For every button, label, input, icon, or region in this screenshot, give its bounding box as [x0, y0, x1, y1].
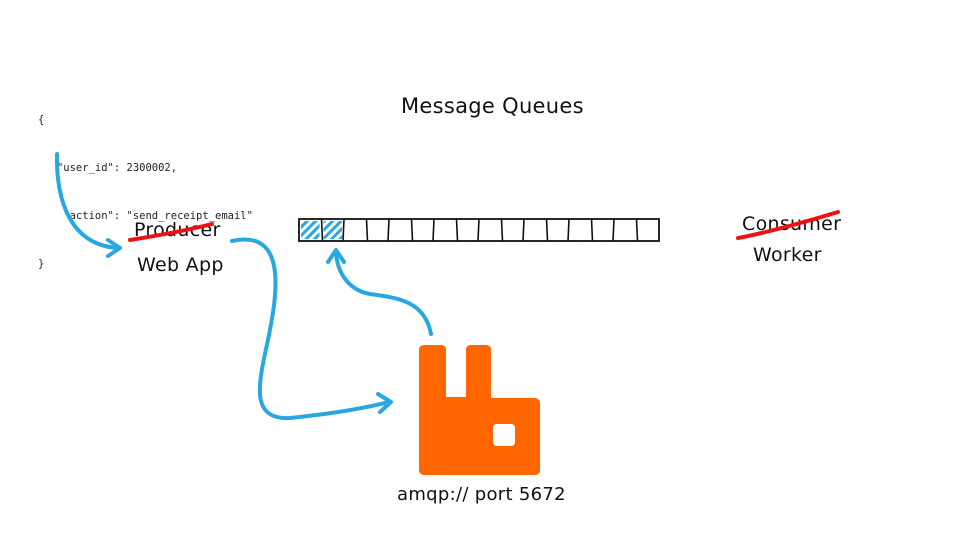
queue-slot-divider	[500, 218, 504, 242]
json-payload: { "user_id": 2300002, "action": "send_re…	[38, 80, 253, 304]
producer-strike-line	[128, 222, 214, 242]
diagram-title: Message Queues	[401, 94, 584, 118]
json-line: "user_id": 2300002,	[38, 162, 178, 174]
arrowhead	[376, 392, 393, 414]
queued-message	[301, 221, 320, 239]
queue-slot-divider	[365, 218, 369, 242]
arrowhead	[326, 248, 346, 264]
flow-arrows	[54, 152, 433, 421]
producer-to-broker-arrow	[230, 237, 391, 421]
queue-slot-divider	[342, 218, 345, 242]
queue-slot-divider	[522, 218, 525, 242]
json-line: "action": "send_receipt_email"	[38, 210, 253, 222]
json-line: }	[38, 258, 45, 270]
broker-label: amqp:// port 5672	[397, 484, 566, 505]
consumer-strike-line	[736, 210, 840, 240]
consumer-label: Worker	[753, 244, 822, 266]
producer-label: Web App	[137, 254, 224, 276]
arrowhead	[106, 238, 122, 258]
queue-slot-divider	[590, 218, 594, 242]
payload-to-producer-arrow	[54, 152, 120, 250]
queue-slot-divider	[567, 218, 570, 242]
queue-slot-divider	[455, 218, 459, 242]
broker-to-queue-arrow	[334, 250, 433, 336]
queue-slot-divider	[612, 218, 615, 242]
message-queue	[298, 218, 660, 242]
rabbitmq-logo-icon	[419, 345, 540, 475]
queue-slot-divider	[635, 218, 639, 242]
json-line: {	[38, 114, 45, 126]
queue-slot-divider	[410, 218, 414, 242]
queue-slot-divider	[387, 218, 390, 242]
queue-slot-divider	[477, 218, 480, 242]
queue-slot-divider	[545, 218, 549, 242]
queue-slot-divider	[320, 218, 324, 242]
queue-slot-divider	[432, 218, 435, 242]
queued-message	[323, 221, 342, 239]
